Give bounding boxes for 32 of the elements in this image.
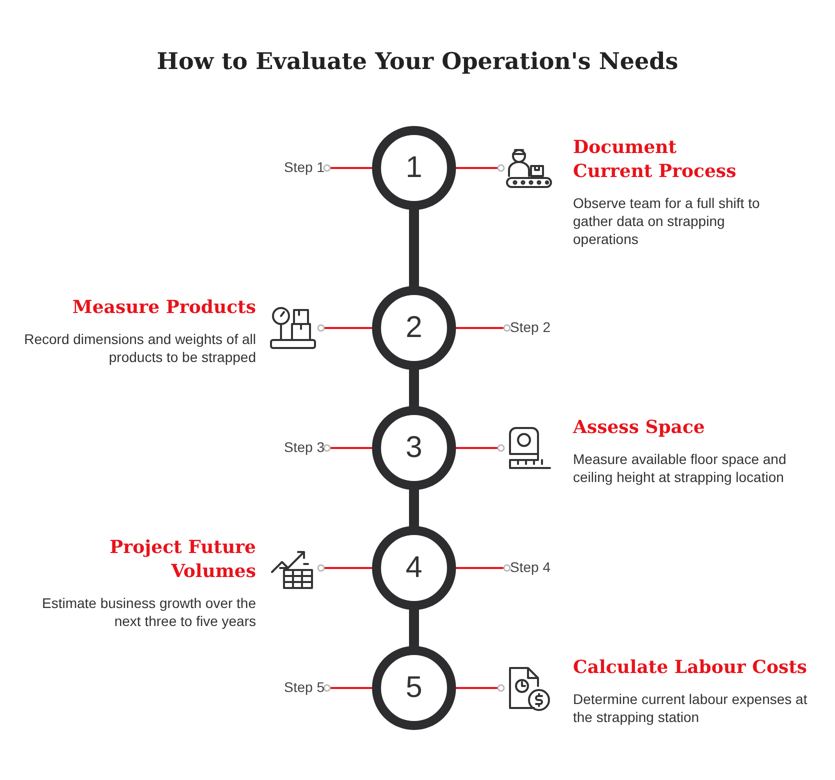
step-heading: Project Future Volumes [108,536,256,584]
number-circle: 4 [372,526,456,610]
number-circle: 2 [372,286,456,370]
connector-line [456,324,511,332]
step-description: Determine current labour expenses at the strapping station [573,690,808,726]
connector-line [456,564,511,572]
step-description: Measure available floor space and ceiling height at strapping location [573,450,788,486]
number-circle: 3 [372,406,456,490]
step-label: Step 5 [284,678,324,696]
step-label: Step 3 [284,438,324,456]
step-heading: Calculate Labour Costs [573,656,808,680]
step-description: Observe team for a full shift to gather data on strapping operations [573,194,761,248]
step-heading: Assess Space [573,416,705,440]
title: How to Evaluate Your Operation's Needs [156,48,680,75]
scale-icon [268,304,318,352]
connector-line [456,444,505,452]
number-circle: 5 [372,646,456,730]
connector-line [323,444,372,452]
number-circle: 1 [372,126,456,210]
step-heading: Measure Products [72,296,256,320]
step-heading: Document Current Process [573,136,738,184]
connector-line [323,684,372,692]
connector-line [456,164,505,172]
step-label: Step 1 [284,158,324,176]
connector-line [323,164,372,172]
connector-line [456,684,505,692]
step-label: Step 4 [510,558,550,576]
connector-line [317,564,372,572]
step-description: Record dimensions and weights of all products to be strapped [23,330,256,366]
step-label: Step 2 [510,318,550,336]
connector-line [317,324,372,332]
step-description: Estimate business growth over the next three to five years [41,594,256,630]
